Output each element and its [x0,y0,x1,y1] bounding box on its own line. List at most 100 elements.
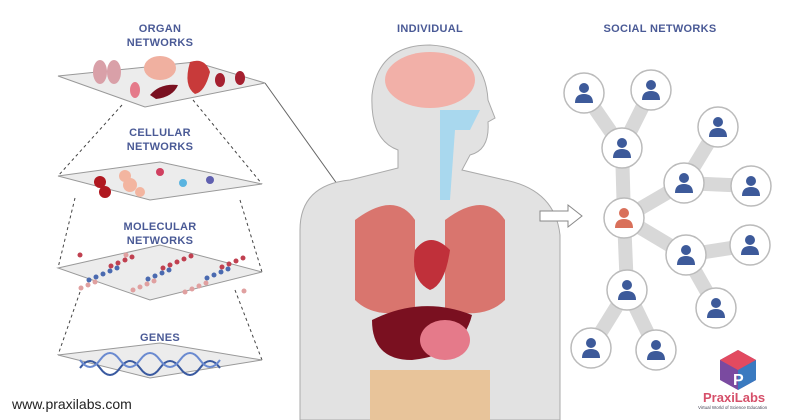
molecule-node [225,266,231,272]
molecule-node [233,258,239,264]
molecule-node [85,282,91,288]
person-body-icon [618,291,636,300]
molecule-node [137,284,143,290]
cell-icons [94,168,214,198]
social-networks-label: SOCIAL NETWORKS [603,23,717,35]
cellular-networks-label: CELLULAR NETWORKS [100,126,220,154]
molecule-node [160,265,166,271]
molecule-node [145,276,151,282]
person-body-icon [615,219,633,228]
molecule-node [204,275,210,281]
logo-tagline: Virtual World of Science Education [698,405,768,410]
plane-connectors [57,99,263,361]
person-body-icon [709,128,727,137]
label-line: NETWORKS [126,235,194,247]
human-body [299,44,561,420]
person-body-icon [742,187,760,196]
molecule-node [115,260,121,266]
person-icon [579,83,589,93]
person-body-icon [613,149,631,158]
molecule-node [241,288,247,294]
molecule-node [77,252,83,258]
person-body-icon [677,256,695,265]
molecule-node [218,269,224,275]
molecule-node [129,254,135,260]
person-body-icon [675,184,693,193]
molecule-node [196,283,202,289]
person-icon [711,298,721,308]
brain [385,52,475,108]
molecule-node [86,277,92,283]
dna-strand [79,360,221,376]
person-icon [617,138,627,148]
stomach [420,320,470,360]
molecule-node [114,265,120,271]
person-body-icon [707,309,725,318]
molecule-node [108,263,114,269]
social-network [563,69,772,371]
label-line: MOLECULAR [123,221,197,233]
molecule-node [174,259,180,265]
molecule-node [167,262,173,268]
person-icon [745,235,755,245]
molecule-node [166,267,172,273]
molecule-node [211,272,217,278]
person-icon [586,338,596,348]
airway [440,110,480,200]
molecule-node [144,281,150,287]
molecule-node [100,271,106,277]
molecule-node [182,289,188,295]
dna-strand-2 [79,352,221,368]
right-lung [445,205,505,314]
molecule-node [130,287,136,293]
label-line: ORGAN [138,23,182,35]
person-icon [651,340,661,350]
person-body-icon [741,246,759,255]
molecule-node [122,257,128,263]
genes-label: GENES [139,332,180,344]
molecule-node [152,273,158,279]
person-body-icon [575,94,593,103]
person-icon [713,117,723,127]
heart [414,240,450,290]
logo-name: PraxiLabs [703,390,766,405]
person-body-icon [582,349,600,358]
label-line: CELLULAR [129,127,191,139]
molecule-node [203,280,209,286]
molecule-node [189,286,195,292]
left-lung [355,205,415,314]
molecule-node [159,270,165,276]
person-body-icon [647,351,665,360]
molecule-node [123,252,129,258]
molecule-node [92,279,98,285]
molecule-node [240,255,246,261]
person-icon [681,245,691,255]
label-line: NETWORKS [126,141,194,153]
molecule-node [78,285,84,291]
person-icon [619,208,629,218]
cellular-plane [57,161,263,201]
individual-label: INDIVIDUAL [397,23,463,35]
molecule-node [107,268,113,274]
person-icon [646,80,656,90]
molecule-node [151,278,157,284]
molecule-node [93,274,99,280]
person-body-icon [642,91,660,100]
molecule-nodes [77,252,247,295]
molecule-node [226,261,232,267]
intestines [370,370,490,420]
molecule-node [188,253,194,259]
person-icon [746,176,756,186]
person-icon [622,280,632,290]
label-line: NETWORKS [126,37,194,49]
molecule-node [181,256,187,262]
website-url[interactable]: www.praxilabs.com [12,396,132,412]
organ-icons [93,56,245,99]
arrow-icon [539,203,583,229]
molecular-networks-label: MOLECULAR NETWORKS [100,220,220,248]
organ-networks-label: ORGAN NETWORKS [100,22,220,50]
person-icon [679,173,689,183]
molecule-node [219,264,225,270]
